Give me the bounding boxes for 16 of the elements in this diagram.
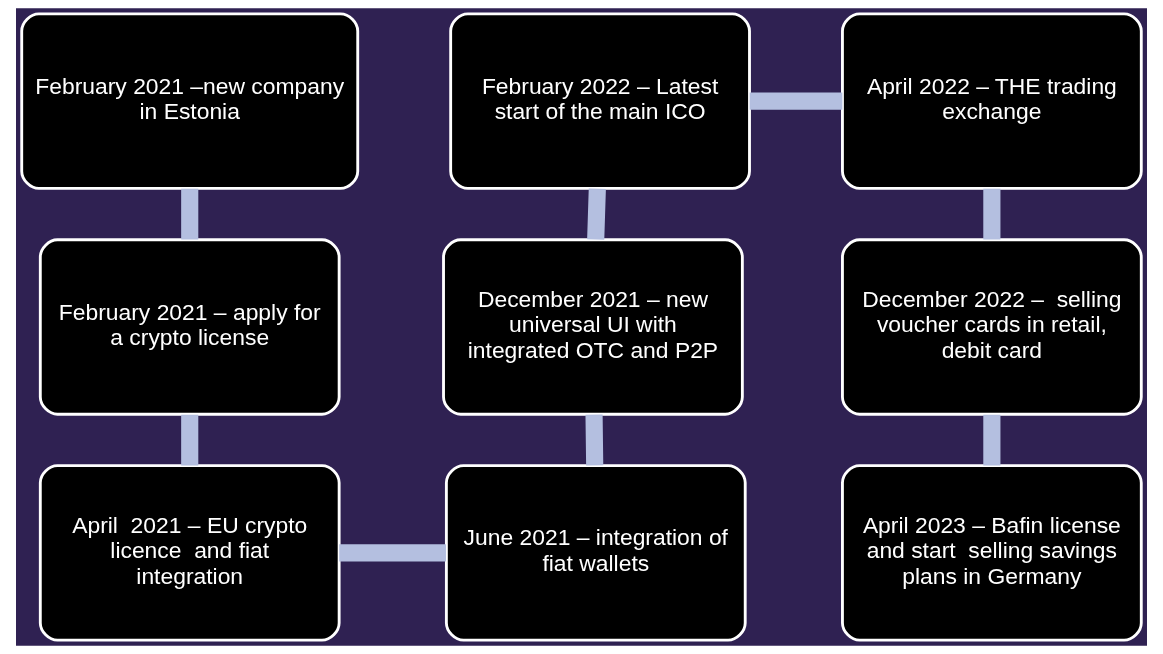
node-box: February 2021 –new company in Estonia	[20, 12, 360, 190]
node-box: June 2021 – integration of fiat wallets	[444, 464, 747, 642]
connector	[339, 544, 446, 562]
connector	[181, 414, 199, 466]
node-box: December 2021 – new universal UI with integrated OTC and P2P	[442, 238, 744, 416]
node-box: April 2022 – THE trading exchange	[841, 12, 1143, 190]
node-box: December 2022 – selling voucher cards in retail, debit card	[841, 238, 1143, 416]
node-box: April 2023 – Bafin license and start selling savings plans in Germany	[841, 464, 1143, 642]
node-box: February 2022 – Latest start of the main ICO	[449, 12, 751, 190]
connector	[587, 188, 606, 240]
connector	[181, 188, 199, 240]
connector	[983, 188, 1001, 240]
connector	[983, 414, 1001, 466]
connector	[749, 92, 843, 110]
node-box: February 2021 – apply for a crypto license	[38, 238, 341, 416]
node-box: April 2021 – EU crypto licence and fiat integration	[38, 464, 341, 642]
